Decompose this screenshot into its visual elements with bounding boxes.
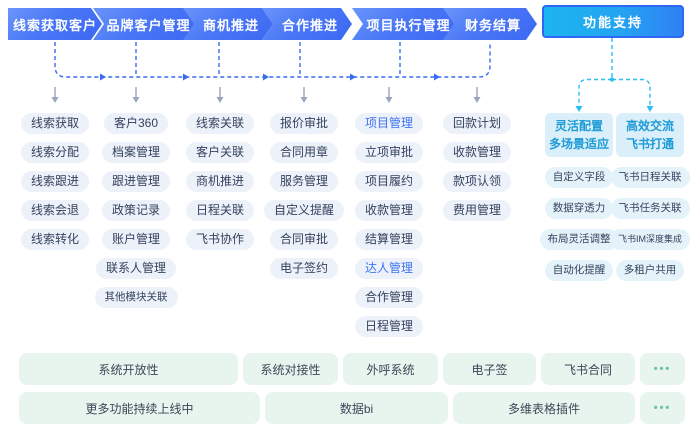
feature-pill[interactable]: 线索跟进 (20, 171, 89, 192)
support-group-feishu: 高效交流 飞书打通 飞书日程关联 飞书任务关联 飞书IM深度集成 多租户共用 (610, 113, 690, 281)
flow-step-lead-acquisition[interactable]: 线索获取客户 (8, 8, 102, 40)
column-project: 项目管理 立项审批 项目履约 收款管理 结算管理 达人管理 合作管理 日程管理 (339, 113, 439, 337)
feature-pill[interactable]: 联系人管理 (95, 258, 176, 279)
feature-pill[interactable]: 其他模块关联 (94, 287, 178, 308)
feature-pill[interactable]: 商机推进 (185, 171, 254, 192)
feature-pill[interactable]: 报价审批 (269, 113, 338, 134)
feature-pill[interactable]: 合同审批 (269, 229, 338, 250)
feature-pill[interactable]: 结算管理 (354, 229, 423, 250)
flow-step-project-execution[interactable]: 项目执行管理 (352, 8, 459, 40)
capability-box-multitable-plugin[interactable]: 多维表格插件 (453, 392, 635, 424)
feature-pill[interactable]: 线索转化 (20, 229, 89, 250)
flow-arrowhead-icons (100, 73, 440, 81)
feature-pill[interactable]: 线索获取 (20, 113, 89, 134)
support-pill[interactable]: 飞书日程关联 (610, 167, 690, 188)
support-connector (578, 38, 651, 107)
feature-pill-talent-mgmt[interactable]: 达人管理 (354, 258, 423, 279)
feature-pill[interactable]: 费用管理 (442, 200, 511, 221)
support-pill[interactable]: 飞书任务关联 (610, 198, 690, 219)
capability-box-esign[interactable]: 电子签 (443, 353, 536, 385)
support-pill[interactable]: 自定义字段 (544, 167, 614, 188)
feature-pill[interactable]: 服务管理 (269, 171, 338, 192)
feature-pill[interactable]: 账户管理 (101, 229, 170, 250)
feature-pill[interactable]: 项目履约 (354, 171, 423, 192)
feature-pill[interactable]: 客户360 (103, 113, 169, 134)
column-finance: 回款计划 收款管理 款项认领 费用管理 (427, 113, 527, 221)
feature-pill[interactable]: 客户关联 (185, 142, 254, 163)
feature-pill[interactable]: 立项审批 (354, 142, 423, 163)
feature-pill[interactable]: 回款计划 (442, 113, 511, 134)
feature-pill[interactable]: 日程管理 (354, 316, 423, 337)
support-group-header: 高效交流 飞书打通 (616, 113, 684, 157)
support-pill[interactable]: 布局灵活调整 (539, 229, 619, 250)
support-pill[interactable]: 飞书IM深度集成 (610, 229, 690, 250)
more-capabilities-ellipsis[interactable]: ••• (640, 353, 685, 385)
feature-pill[interactable]: 自定义提醒 (263, 200, 344, 221)
feature-pill[interactable]: 电子签约 (269, 258, 338, 279)
support-group-header: 灵活配置 多场景适应 (545, 113, 613, 157)
feature-pill[interactable]: 政策记录 (101, 200, 170, 221)
capability-box-data-bi[interactable]: 数据bi (265, 392, 448, 424)
support-header-line: 灵活配置 (554, 119, 603, 133)
capability-box-connectivity[interactable]: 系统对接性 (243, 353, 338, 385)
capability-box-feishu-contract[interactable]: 飞书合同 (541, 353, 635, 385)
flow-step-opportunity[interactable]: 商机推进 (183, 8, 273, 40)
flow-step-finance-settlement[interactable]: 财务结算 (443, 8, 537, 40)
capability-box-call-system[interactable]: 外呼系统 (343, 353, 438, 385)
feature-pill-project-mgmt[interactable]: 项目管理 (354, 113, 423, 134)
feature-pill[interactable]: 线索会退 (20, 200, 89, 221)
feature-pill[interactable]: 日程关联 (185, 200, 254, 221)
feature-pill[interactable]: 飞书协作 (185, 229, 254, 250)
flow-step-brand-customer[interactable]: 品牌客户管理 (93, 8, 198, 40)
support-header-line: 高效交流 (625, 119, 674, 133)
feature-pill[interactable]: 收款管理 (442, 142, 511, 163)
feature-pill[interactable]: 合作管理 (354, 287, 423, 308)
feature-pill[interactable]: 收款管理 (354, 200, 423, 221)
feature-pill[interactable]: 跟进管理 (101, 171, 170, 192)
feature-pill[interactable]: 线索分配 (20, 142, 89, 163)
support-pill[interactable]: 多租户共用 (615, 260, 685, 281)
more-capabilities-ellipsis[interactable]: ••• (640, 392, 685, 424)
capability-box-more-features[interactable]: 更多功能持续上线中 (19, 392, 260, 424)
feature-pill[interactable]: 合同用章 (269, 142, 338, 163)
support-button[interactable]: 功能支持 (542, 5, 684, 38)
column-leads: 线索获取 线索分配 线索跟进 线索会退 线索转化 (5, 113, 105, 250)
support-header-line: 飞书打通 (625, 137, 674, 151)
support-pill[interactable]: 自动化提醒 (544, 260, 614, 281)
feature-pill[interactable]: 款项认领 (442, 171, 511, 192)
support-pill[interactable]: 数据穿透力 (544, 198, 614, 219)
support-header-line: 多场景适应 (548, 137, 609, 151)
capability-box-openness[interactable]: 系统开放性 (19, 353, 238, 385)
feature-pill[interactable]: 线索关联 (185, 113, 254, 134)
feature-pill[interactable]: 档案管理 (101, 142, 170, 163)
column-opportunity: 线索关联 客户关联 商机推进 日程关联 飞书协作 (170, 113, 270, 250)
flow-step-cooperation[interactable]: 合作推进 (262, 8, 352, 40)
column-customer: 客户360 档案管理 跟进管理 政策记录 账户管理 联系人管理 其他模块关联 (86, 113, 186, 308)
column-arrow-icons (54, 87, 478, 97)
support-group-flexible-config: 灵活配置 多场景适应 自定义字段 数据穿透力 布局灵活调整 自动化提醒 (539, 113, 619, 281)
column-cooperation: 报价审批 合同用章 服务管理 自定义提醒 合同审批 电子签约 (254, 113, 354, 279)
